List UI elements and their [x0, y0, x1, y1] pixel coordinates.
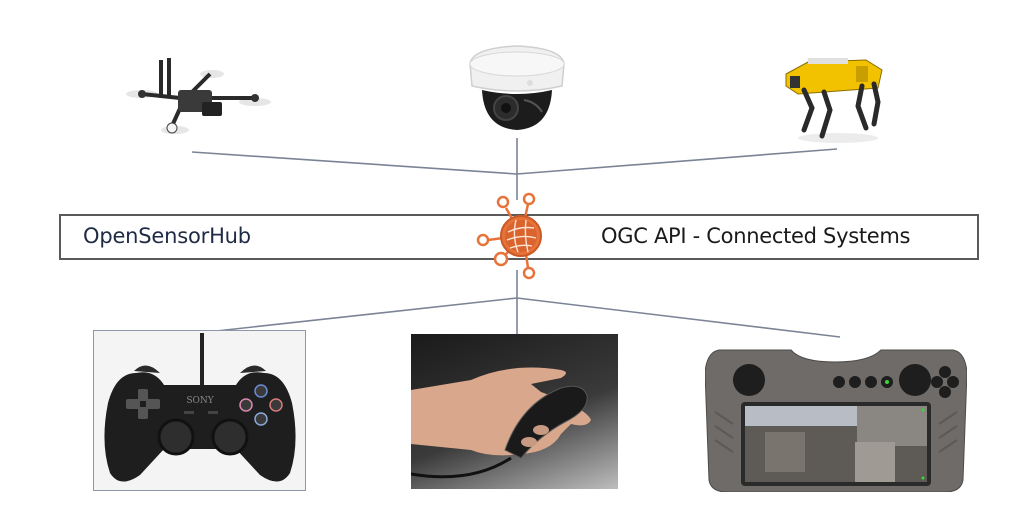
ogc-api-label: OGC API - Connected Systems	[601, 224, 911, 248]
nunchuk-controller-icon	[410, 367, 591, 479]
globe-network-icon	[470, 188, 560, 280]
gamepad-icon: SONY	[96, 333, 304, 489]
connector-robot	[516, 148, 838, 175]
tablet-controller-icon	[705, 342, 967, 492]
sony-brand-text: SONY	[186, 396, 214, 406]
drone-icon	[120, 48, 285, 148]
connector-tablet	[516, 297, 841, 338]
opensensorhub-label: OpenSensorHub	[83, 224, 251, 248]
nunchuk-photo	[410, 334, 618, 489]
dome-camera-icon	[462, 40, 572, 138]
robot-dog-icon	[778, 52, 888, 146]
connector-gamepad	[197, 297, 518, 334]
connector-drone	[191, 151, 518, 175]
